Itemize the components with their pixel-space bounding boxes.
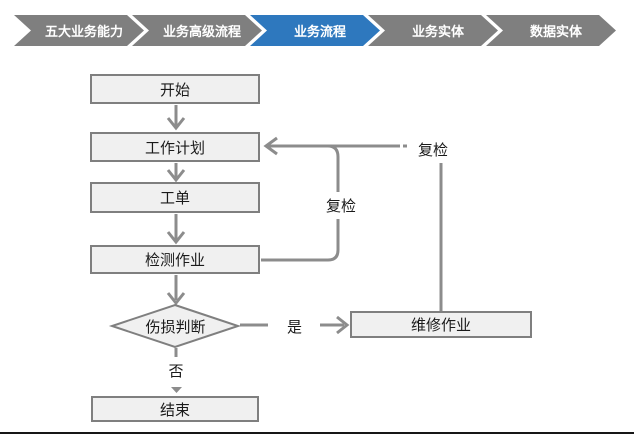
edge-repair-recheck [403,144,443,311]
edge-label-no: 否 [163,357,189,383]
tab-business-entity[interactable]: 业务实体 [368,15,498,46]
edge-label-text: 复检 [417,142,448,159]
node-work-plan: 工作计划 [90,132,260,162]
edge-inspection-recheck [261,144,340,262]
node-work-order: 工单 [90,182,260,213]
node-label: 检测作业 [144,252,205,269]
tab-five-capabilities[interactable]: 五大业务能力 [14,15,144,46]
edge-label-recheck-outer: 复检 [407,136,459,163]
tab-label: 业务高级流程 [162,24,241,39]
arrowhead-solid-down-icon [171,387,182,393]
node-label: 维修作业 [410,317,471,334]
tab-business-process[interactable]: 业务流程 [250,15,380,46]
node-repair: 维修作业 [350,311,532,338]
arrowhead-down-icon [166,292,186,306]
edge-label-text: 是 [286,318,302,336]
arrowhead-right-icon [336,315,350,335]
edge-label-recheck-inner: 复检 [316,192,366,219]
edge-label-text: 复检 [325,198,356,215]
tab-advanced-process[interactable]: 业务高级流程 [132,15,262,46]
node-label: 伤损判断 [145,318,206,336]
arrowhead-down-icon [166,117,186,131]
node-label: 结束 [159,401,190,419]
arrowhead-down-icon [166,231,186,245]
tab-label: 数据实体 [529,24,582,39]
decision-diamond-shape [108,303,242,349]
node-damage-decision: 伤损判断 [115,315,236,337]
arrowhead-left-icon [263,136,278,156]
tab-label: 业务流程 [293,24,346,39]
tab-data-entity[interactable]: 数据实体 [486,15,616,46]
edge-label-text: 否 [168,362,184,380]
edge-label-yes: 是 [282,313,307,339]
node-label: 开始 [159,81,190,99]
node-label: 工单 [159,190,190,207]
tab-label: 五大业务能力 [44,24,123,39]
node-label: 工作计划 [144,139,205,157]
arrowhead-down-icon [166,169,186,183]
node-start: 开始 [90,74,260,104]
node-inspection: 检测作业 [90,245,260,274]
tab-label: 业务实体 [411,24,464,39]
bottom-divider [0,432,634,434]
node-end: 结束 [91,396,259,422]
